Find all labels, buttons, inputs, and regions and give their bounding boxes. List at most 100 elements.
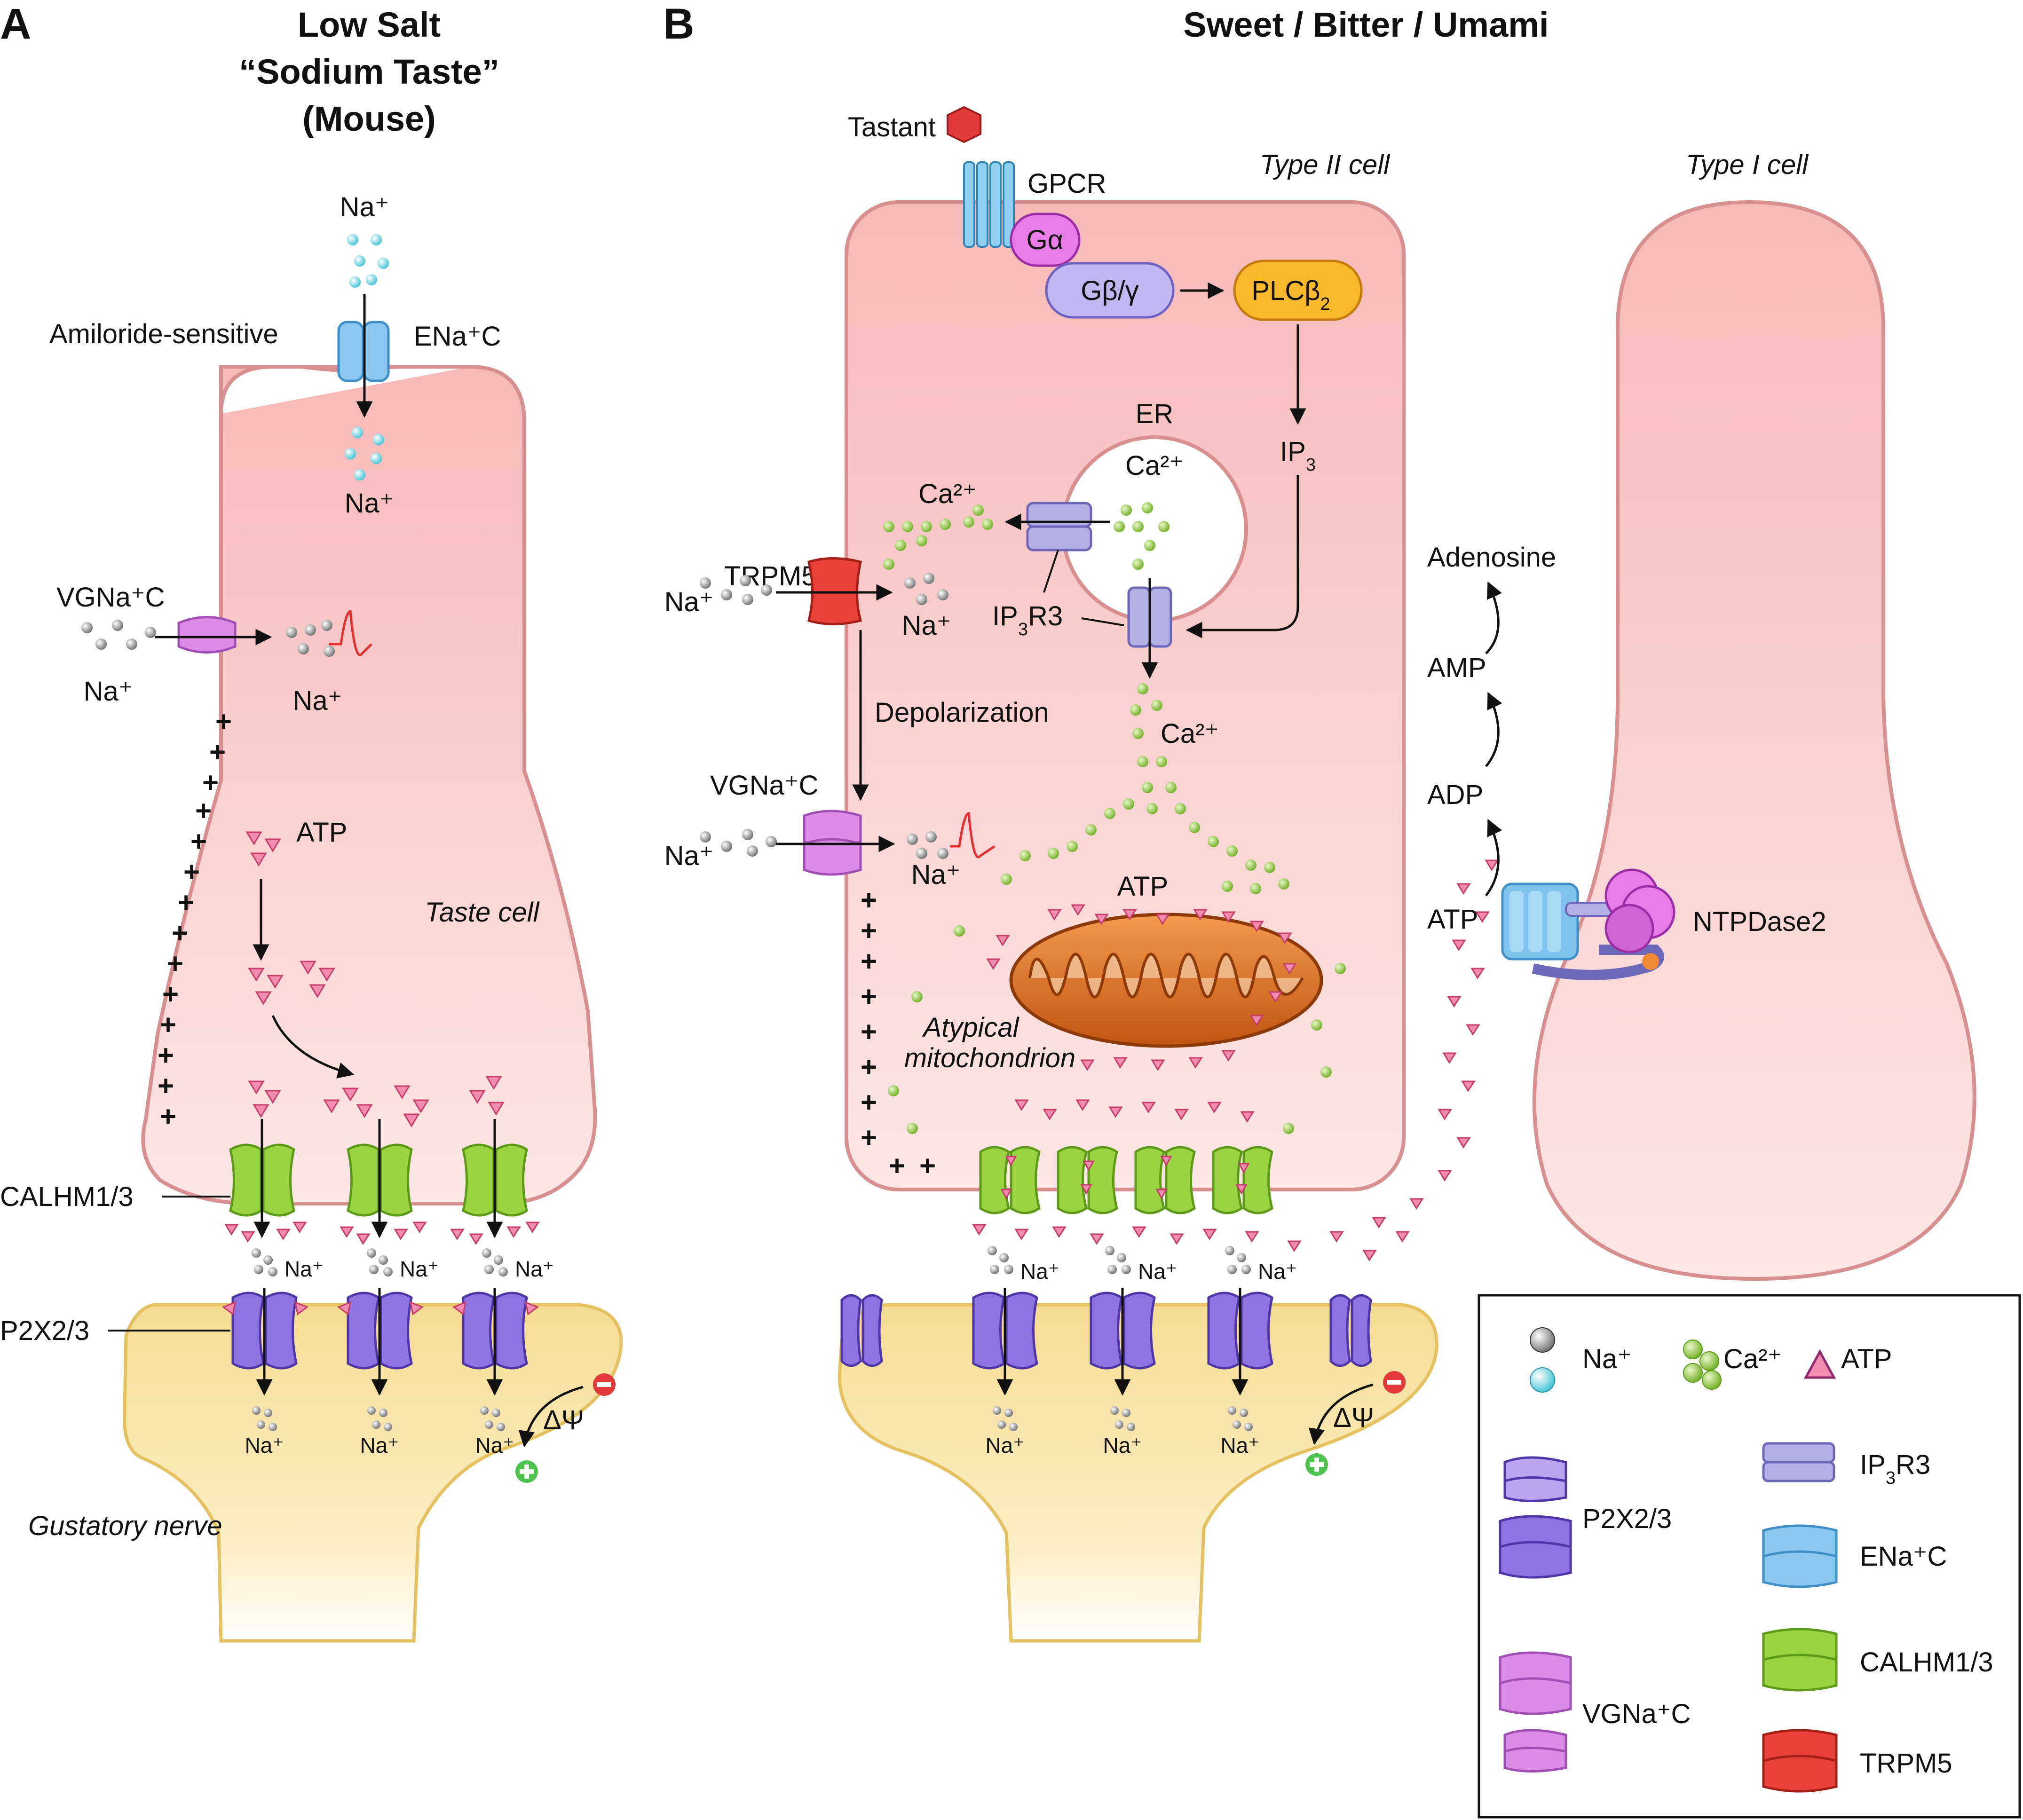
- panel-b-calhm-channels: [979, 1146, 1273, 1214]
- panel-b-vgnac-label: VGNa⁺C: [710, 770, 818, 801]
- panel-a-na-nerve-label-3: Na⁺: [475, 1433, 514, 1458]
- panel-a-vgnac-channel: [177, 616, 237, 654]
- amp-label: AMP: [1427, 653, 1486, 683]
- svg-text:+: +: [861, 1087, 877, 1118]
- legend-ip3r3-label: IP3R3: [1860, 1450, 1930, 1488]
- trpm5-na-ions-left: [700, 575, 772, 605]
- atp-to-adp-arrow: [1485, 819, 1502, 897]
- ip3-label: IP3: [1280, 436, 1316, 475]
- legend-enac-icon: [1762, 1524, 1838, 1588]
- panel-a-calhm-flux-arrows: [253, 1119, 503, 1238]
- panel-a-letter: A: [0, 0, 31, 48]
- panel-b-membrane-positive-charges: +++ +++ ++++: [861, 884, 936, 1182]
- cyto-ca-lower-label: Ca²⁺: [1161, 718, 1219, 749]
- panel-a-potential-arrow: [518, 1386, 584, 1448]
- panel-b-na-nerve-label-3: Na⁺: [1220, 1433, 1259, 1458]
- gpcr-label: GPCR: [1027, 168, 1106, 199]
- panel-a-title-line-1: Low Salt: [298, 5, 441, 44]
- svg-text:+: +: [178, 887, 194, 918]
- ip3r3-leader-2: [1081, 617, 1124, 626]
- panel-a-enac-channel: [337, 321, 390, 382]
- panel-a-na-nerve-ions: [252, 1406, 505, 1431]
- svg-text:+: +: [861, 1051, 877, 1083]
- panel-b-atp-released: [972, 859, 1499, 1261]
- cyto-ca-ions-lower: [888, 683, 1346, 1134]
- panel-a-p2x-channel-3: [462, 1292, 528, 1370]
- legend-calhm-icon: [1762, 1628, 1838, 1692]
- svg-text:+: +: [861, 915, 877, 946]
- panel-a-na-right-label: Na⁺: [293, 685, 342, 716]
- panel-a-p2x-flux-arrows: [256, 1288, 503, 1396]
- panel-a-atp-label: ATP: [296, 817, 348, 848]
- mito-atp-label: ATP: [1117, 871, 1169, 902]
- gpcr-receptor: [963, 161, 1015, 248]
- panel-a-na-ions-left: [81, 620, 156, 650]
- panel-b-delta-psi: ΔΨ: [1333, 1402, 1374, 1433]
- er-ca-ions: [1114, 502, 1170, 570]
- plc-beta2: [1233, 260, 1363, 321]
- svg-text:+: +: [158, 1040, 174, 1071]
- adp-to-amp-arrow: [1485, 692, 1502, 767]
- panel-b-p2x-flux-arrows: [996, 1288, 1249, 1396]
- trpm5-na-left-label: Na⁺: [664, 587, 714, 617]
- svg-text:+: +: [202, 767, 219, 798]
- legend-trpm5-icon: [1762, 1729, 1838, 1793]
- svg-text:+: +: [861, 1122, 877, 1153]
- panel-a-p2x-label: P2X2/3: [0, 1316, 89, 1346]
- svg-text:+: +: [919, 1150, 936, 1182]
- svg-text:+: +: [183, 856, 200, 888]
- g-alpha-label: Gα: [1027, 225, 1064, 255]
- ip3r3-channel-lower: [1127, 586, 1172, 648]
- panel-a-atp-below-channels: [224, 1221, 540, 1245]
- panel-a-enac-label: ENa⁺C: [414, 321, 501, 352]
- legend-vgnac-icon: [1499, 1651, 1572, 1773]
- er-ca-label: Ca²⁺: [1125, 450, 1184, 481]
- type-i-cell-label: Type I cell: [1686, 150, 1809, 180]
- legend-ip3r3-icon: [1762, 1442, 1835, 1482]
- svg-text:+: +: [190, 826, 207, 857]
- legend: Na⁺ Ca²⁺ ATP P2X2/3 VGNa⁺C IP3R3: [1478, 1294, 2021, 1819]
- cyto-ca-label: Ca²⁺: [918, 479, 977, 509]
- ip3r3-label: IP3R3: [992, 601, 1063, 639]
- panel-a-taste-cell: [141, 365, 597, 1205]
- svg-text:+: +: [209, 736, 226, 768]
- legend-na-gray-icon: [1530, 1327, 1555, 1353]
- mito-atp-molecules: [986, 904, 1297, 1123]
- panel-b-letter: B: [663, 0, 694, 48]
- legend-p2x-icon: [1499, 1456, 1572, 1579]
- panel-a-atp-above-channels: [248, 1076, 505, 1127]
- panel-b-na-nerve-label-1: Na⁺: [985, 1433, 1024, 1458]
- depolarization-label: Depolarization: [875, 697, 1049, 728]
- panel-b-plus-sign-icon: [1305, 1453, 1328, 1476]
- panel-b-potential-arrow: [1308, 1383, 1374, 1445]
- trpm5-na-ions-right: [904, 573, 948, 605]
- panel-a-p2x-bound-atp: [221, 1301, 539, 1316]
- ip3r3-channel-upper: [1026, 502, 1092, 552]
- panel-b-p2x-channels: [840, 1292, 1372, 1370]
- legend-calhm-label: CALHM1/3: [1860, 1647, 1993, 1678]
- panel-b-na-pore-label-2: Na⁺: [1138, 1259, 1177, 1284]
- panel-a: A Low Salt “Sodium Taste” (Mouse) Na⁺ Am…: [0, 0, 623, 1643]
- panel-a-na-nerve-label-1: Na⁺: [245, 1433, 284, 1458]
- plc-label: PLCβ2: [1251, 276, 1330, 314]
- ntpdase2-enzyme: [1501, 868, 1675, 980]
- ntpdase2-label: NTPDase2: [1693, 906, 1826, 937]
- panel-b-vgnac-na-left: [700, 829, 777, 857]
- svg-text:+: +: [162, 978, 179, 1010]
- cyto-ca-ions-upper: [883, 504, 993, 570]
- panel-a-plus-sign-icon: [515, 1460, 538, 1483]
- panel-a-p2x-channel-2: [347, 1292, 413, 1370]
- panel-b-na-pore-ions: [988, 1246, 1251, 1274]
- legend-atp-icon: [1803, 1349, 1836, 1379]
- panel-b-minus-sign-icon: [1383, 1371, 1406, 1394]
- svg-text:+: +: [172, 917, 188, 949]
- panel-a-na-nerve-label-2: Na⁺: [360, 1433, 399, 1458]
- panel-a-title-line-2: “Sodium Taste”: [239, 52, 499, 91]
- panel-a-calhm-channel-2: [347, 1143, 413, 1217]
- panel-a-na-pore-label-3: Na⁺: [515, 1257, 554, 1281]
- adp-label: ADP: [1427, 780, 1483, 810]
- panel-a-na-ions-right: [286, 620, 335, 657]
- panel-a-atp-arrow-2: [271, 1015, 355, 1079]
- svg-text:+: +: [167, 948, 183, 979]
